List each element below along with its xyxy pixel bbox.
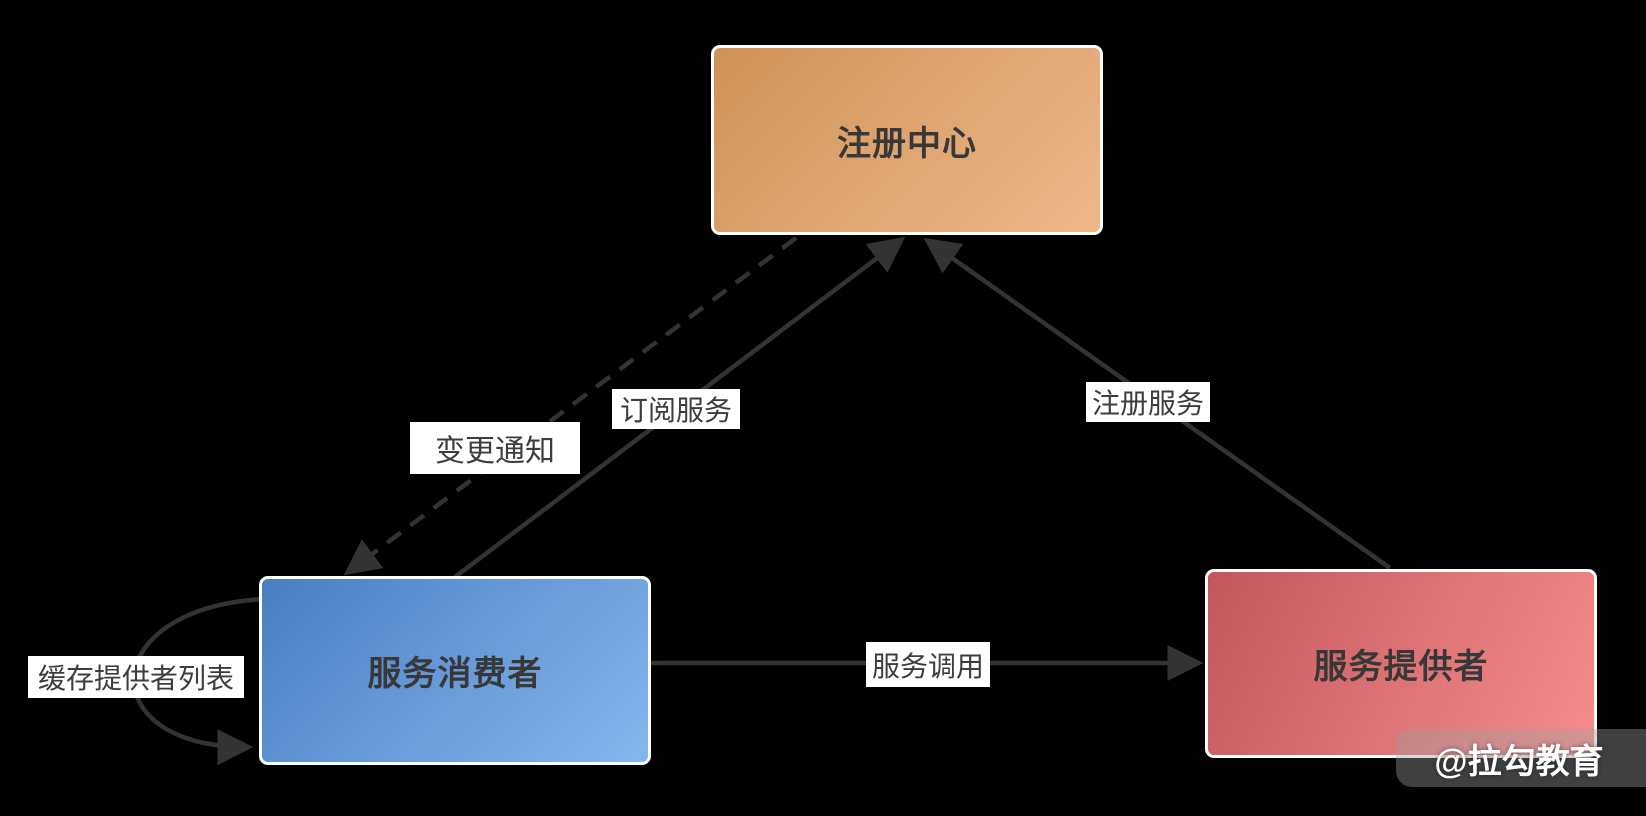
edge-label-service-invoke: 服务调用 <box>866 642 990 687</box>
watermark-badge: @拉勾教育 <box>1396 729 1646 787</box>
edge-label-change-notify-text: 变更通知 <box>435 435 555 468</box>
edge-label-cache-provider-list: 缓存提供者列表 <box>28 656 244 698</box>
node-service-provider: 服务提供者 <box>1205 569 1597 758</box>
edge-label-subscribe-service: 订阅服务 <box>612 389 740 429</box>
node-service-consumer: 服务消费者 <box>259 576 651 765</box>
node-consumer-label: 服务消费者 <box>367 655 543 693</box>
edge-label-cache-provider-list-text: 缓存提供者列表 <box>37 663 234 694</box>
edge-label-change-notify: 变更通知 <box>410 422 580 474</box>
edge-label-register-service: 注册服务 <box>1086 382 1210 422</box>
node-registry-label: 注册中心 <box>837 124 977 163</box>
edge-label-subscribe-service-text: 订阅服务 <box>619 395 732 426</box>
edge-label-service-invoke-text: 服务调用 <box>871 650 984 682</box>
arrow-change-notify <box>343 236 798 576</box>
node-registry-center: 注册中心 <box>711 45 1103 235</box>
node-provider-label: 服务提供者 <box>1313 648 1489 686</box>
edge-label-register-service-text: 注册服务 <box>1091 388 1204 419</box>
watermark-text: @拉勾教育 <box>1434 742 1604 781</box>
